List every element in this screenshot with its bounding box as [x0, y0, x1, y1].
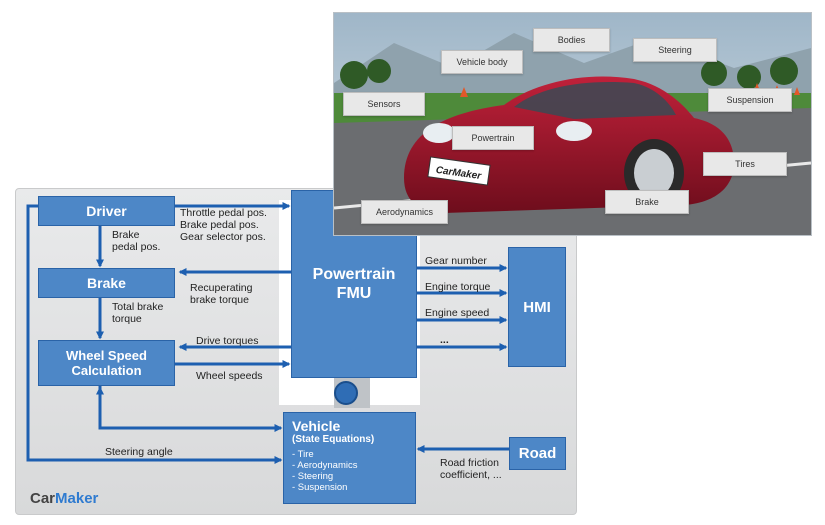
wheel-speed-label-1: Wheel Speed — [66, 348, 147, 363]
road-block: Road — [509, 437, 566, 470]
label-road-friction-1: Road friction — [440, 457, 499, 469]
label-throttle: Throttle pedal pos. — [180, 207, 267, 219]
driver-block: Driver — [38, 196, 175, 226]
arrow-wheel-vehicle — [98, 386, 283, 432]
vehicle-title: Vehicle — [292, 418, 341, 434]
label-total-brake: Total brake torque — [112, 301, 163, 325]
label-total-brake-2: torque — [112, 313, 142, 325]
hmi-block: HMI — [508, 247, 566, 367]
callout-sensors: Sensors — [343, 92, 425, 116]
vehicle-item-steering: - Steering — [292, 471, 334, 482]
driver-label: Driver — [86, 203, 127, 219]
vehicle-block: Vehicle (State Equations) - Tire - Aerod… — [283, 412, 416, 504]
label-ellipsis: ... — [440, 334, 449, 346]
label-engine-torque: Engine torque — [425, 281, 491, 293]
label-driver-out: Throttle pedal pos. Brake pedal pos. Gea… — [180, 207, 267, 243]
callout-tires: Tires — [703, 152, 787, 176]
vehicle-render-image: CarMaker — [333, 12, 812, 236]
callout-aerodynamics: Aerodynamics — [361, 200, 448, 224]
label-total-brake-1: Total brake — [112, 301, 164, 313]
label-recuperating-2: brake torque — [190, 294, 249, 306]
callout-brake: Brake — [605, 190, 689, 214]
wheel-speed-label-2: Calculation — [71, 363, 142, 378]
logo-suffix: Maker — [55, 490, 99, 507]
brake-label: Brake — [87, 275, 126, 291]
wheel-speed-block: Wheel Speed Calculation — [38, 340, 175, 386]
vehicle-item-suspension: - Suspension — [292, 482, 348, 493]
callout-steering: Steering — [633, 38, 717, 62]
logo-prefix: Car — [30, 490, 56, 507]
vehicle-items: - Tire - Aerodynamics - Steering - Suspe… — [292, 449, 407, 493]
label-gear-number: Gear number — [425, 255, 487, 267]
label-road-friction-2: coefficient, ... — [440, 469, 502, 481]
callout-vehicle-body: Vehicle body — [441, 50, 523, 74]
vehicle-item-aerodynamics: - Aerodynamics — [292, 460, 358, 471]
powertrain-label: Powertrain — [312, 266, 396, 283]
label-brake-pedal-pos: Brake pedal pos. — [180, 219, 259, 231]
road-label: Road — [518, 445, 557, 462]
arrow-steering-angle — [26, 204, 283, 464]
label-recuperating: Recuperating brake torque — [190, 282, 252, 306]
vehicle-subtitle: (State Equations) — [292, 434, 375, 445]
fmu-connector — [334, 381, 358, 405]
hmi-label: HMI — [523, 298, 551, 316]
label-brake-pedal-2: pedal pos. — [112, 241, 161, 253]
callout-powertrain: Powertrain — [452, 126, 534, 150]
label-road-friction: Road friction coefficient, ... — [440, 457, 502, 481]
vehicle-item-tire: - Tire — [292, 449, 314, 460]
label-steering-angle: Steering angle — [105, 446, 173, 458]
label-engine-speed: Engine speed — [425, 307, 490, 319]
callout-bodies: Bodies — [533, 28, 610, 52]
label-brake-pedal-1: Brake — [112, 229, 140, 241]
fmu-label: FMU — [336, 285, 372, 302]
carmaker-logo: CarMaker — [30, 490, 98, 507]
callout-suspension: Suspension — [708, 88, 792, 112]
label-drive-torques: Drive torques — [196, 335, 259, 347]
label-recuperating-1: Recuperating — [190, 282, 253, 294]
label-gear-selector: Gear selector pos. — [180, 231, 266, 243]
brake-block: Brake — [38, 268, 175, 298]
car-scene: CarMaker — [334, 13, 811, 235]
label-wheel-speeds: Wheel speeds — [196, 370, 263, 382]
label-brake-pedal: Brake pedal pos. — [112, 229, 160, 253]
